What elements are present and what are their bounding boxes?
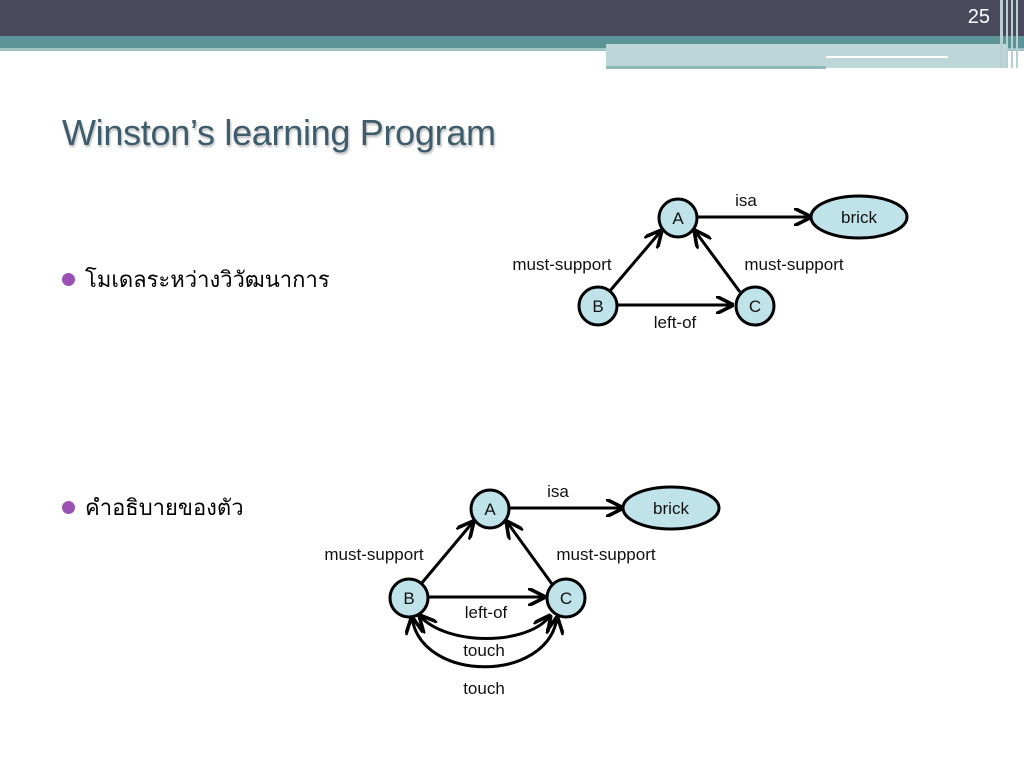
bullet-item-1: โมเดลระหว่างวิวัฒนาการ	[62, 262, 422, 297]
bullet-item-2: คำอธิบายของตัว	[62, 490, 260, 525]
edge-touch-outer-label: touch	[463, 679, 505, 698]
slide-title: Winston’s learning Program	[62, 112, 496, 153]
semantic-network-diagram-2: A B C brick isa must-support must-suppor…	[324, 482, 721, 698]
node-c	[734, 285, 776, 327]
edge-isa-label: isa	[547, 482, 569, 501]
header-accent-line	[0, 48, 1024, 51]
header-divider-2	[1006, 0, 1008, 68]
edge-left-of-label: left-of	[465, 603, 508, 622]
header-divider-3	[1011, 0, 1013, 68]
header-divider-1	[1000, 0, 1003, 68]
edge-must-support-left	[419, 522, 473, 585]
node-b	[577, 285, 619, 327]
node-b	[388, 577, 430, 619]
node-brick	[809, 194, 909, 240]
edge-left-of-label: left-of	[654, 313, 697, 332]
edge-must-support-left-label: must-support	[512, 255, 611, 274]
header-accent-stub-line	[826, 56, 948, 58]
edge-must-support-left-label: must-support	[324, 545, 423, 564]
edge-touch-outer	[412, 618, 557, 669]
node-a	[469, 488, 511, 530]
node-a-label: A	[484, 500, 496, 519]
node-a-label: A	[672, 209, 684, 228]
slide-number: 25	[967, 6, 990, 28]
edge-isa-label: isa	[735, 191, 757, 210]
node-a	[657, 197, 699, 239]
bullet-dot-icon	[62, 500, 75, 514]
bullet-text-2: คำอธิบายของตัว	[85, 496, 244, 521]
bullet-text-1: โมเดลระหว่างวิวัฒนาการ	[85, 268, 330, 293]
node-c	[545, 577, 587, 619]
edge-must-support-left	[607, 231, 661, 293]
node-b-label: B	[403, 589, 414, 608]
bullet-dot-icon	[62, 272, 75, 286]
semantic-network-diagram-1: A B C brick isa must-support must-suppor…	[512, 191, 909, 332]
edge-must-support-right	[507, 522, 554, 585]
node-c-label: C	[749, 297, 761, 316]
edge-must-support-right-label: must-support	[556, 545, 655, 564]
node-brick	[621, 485, 721, 531]
edge-must-support-right	[695, 231, 742, 293]
node-brick-label: brick	[653, 499, 689, 518]
node-b-label: B	[592, 297, 603, 316]
edge-touch-inner-label: touch	[463, 641, 505, 660]
header-bar	[0, 0, 1024, 36]
node-brick-label: brick	[841, 208, 877, 227]
node-c-label: C	[560, 589, 572, 608]
edge-must-support-right-label: must-support	[744, 255, 843, 274]
header-accent-stub-line-2	[606, 66, 826, 69]
header-divider-4	[1016, 0, 1018, 68]
